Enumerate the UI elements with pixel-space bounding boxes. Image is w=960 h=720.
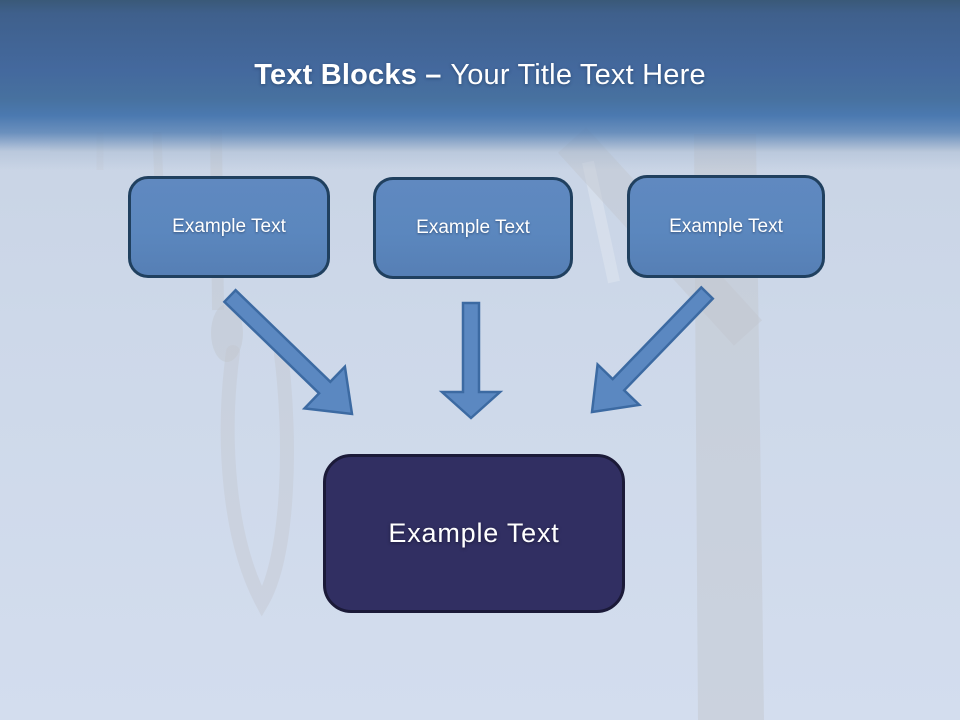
slide-title: Text Blocks –Your Title Text Here [0, 54, 960, 96]
gallows-post-watermark [694, 134, 764, 720]
title-bold-text: Text Blocks – [254, 59, 442, 91]
noose-loop-watermark [220, 345, 294, 617]
title-regular-text: Your Title Text Here [450, 59, 706, 91]
title-banner [0, 0, 960, 170]
diagonal-down-left-arrow-icon[interactable] [590, 285, 715, 414]
down-arrow-icon[interactable] [438, 301, 504, 420]
diagonal-down-right-arrow-icon[interactable] [222, 288, 354, 416]
text-block-1[interactable]: Example Text [128, 176, 330, 278]
text-block-destination[interactable]: Example Text [323, 454, 625, 613]
text-block-3[interactable]: Example Text [627, 175, 825, 278]
text-block-destination-label: Example Text [388, 518, 560, 548]
text-block-3-label: Example Text [669, 215, 783, 237]
light-streak-watermark [582, 160, 620, 284]
text-block-2-label: Example Text [416, 217, 530, 238]
text-block-2[interactable]: Example Text [373, 177, 573, 279]
noose-knot-watermark [211, 304, 243, 362]
text-block-1-label: Example Text [172, 216, 286, 237]
